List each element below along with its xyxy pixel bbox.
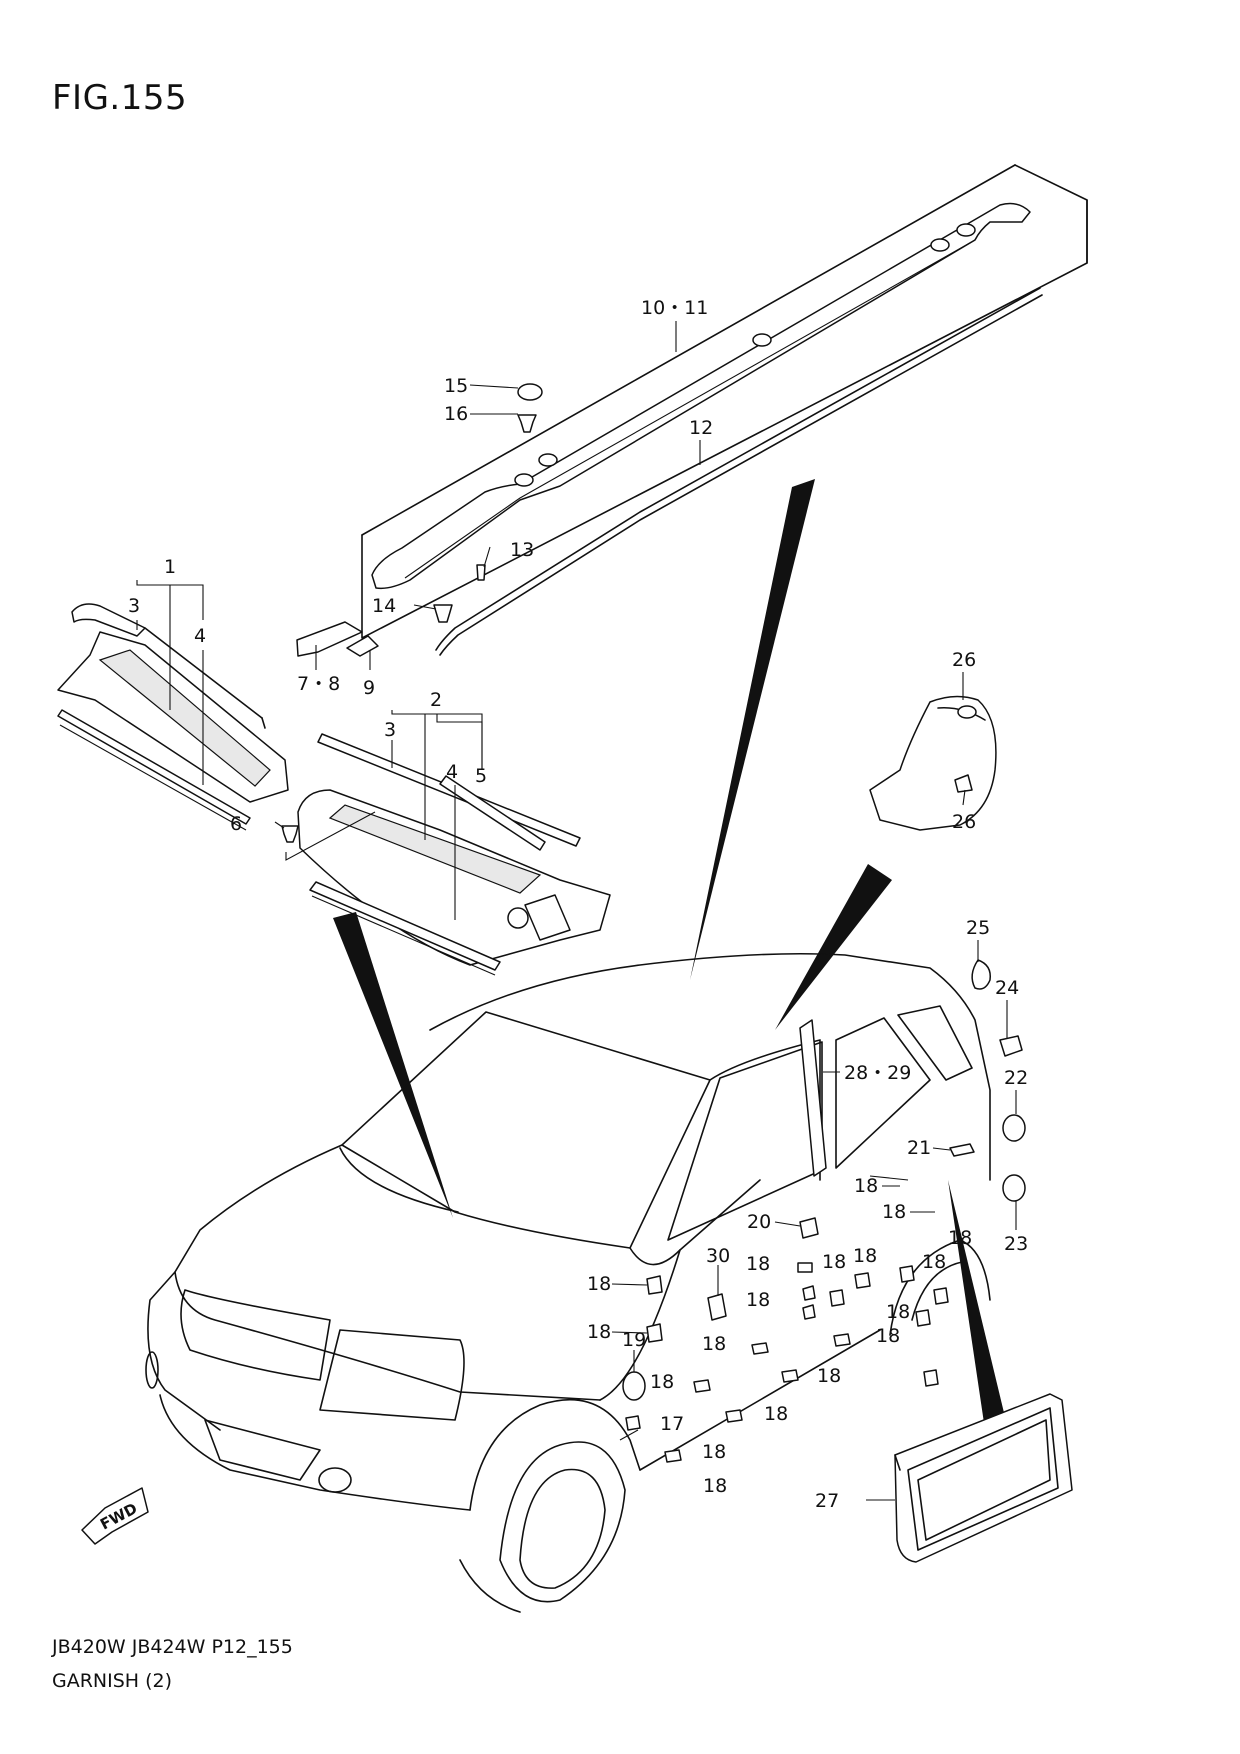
diagram-code: JB420W JB424W P12_155 <box>52 1636 293 1658</box>
pointer-wedge-roof <box>690 479 815 980</box>
callout-18: 18 <box>702 1333 726 1355</box>
callout-16: 16 <box>444 403 468 425</box>
callout-20: 20 <box>747 1211 771 1233</box>
callout-18: 18 <box>817 1365 841 1387</box>
callout-4-left: 4 <box>194 625 206 647</box>
pointer-wedge-garnish <box>775 864 892 1030</box>
callout-18: 18 <box>650 1371 674 1393</box>
callout-18: 18 <box>886 1301 910 1323</box>
cowl-garnish-left <box>57 603 289 831</box>
callout-3-left: 3 <box>128 595 140 617</box>
callout-24: 24 <box>995 977 1019 999</box>
screw-16 <box>517 414 537 433</box>
fuel-lid <box>869 695 997 831</box>
fwd-badge: FWD <box>81 1487 149 1545</box>
grommet-23 <box>1002 1174 1026 1202</box>
clip-9 <box>346 635 379 657</box>
cowl-garnish-right <box>297 733 611 976</box>
clip-17 <box>625 1415 641 1431</box>
callout-9: 9 <box>363 677 375 699</box>
callout-18: 18 <box>922 1251 946 1273</box>
rail-hole <box>752 333 772 347</box>
callout-18: 18 <box>587 1321 611 1343</box>
rail-hole <box>514 473 534 487</box>
quarter-window <box>897 1005 973 1081</box>
rear-vent-duct <box>894 1393 1073 1563</box>
callout-19: 19 <box>622 1329 646 1351</box>
clip-set <box>622 959 1026 1463</box>
callout-26-bottom: 26 <box>952 811 976 833</box>
grommet-30 <box>707 1293 727 1321</box>
callout-18: 18 <box>948 1227 972 1249</box>
callout-4-right: 4 <box>446 761 458 783</box>
callout-7-8: 7・8 <box>297 673 340 695</box>
grommet-22 <box>1002 1114 1026 1142</box>
clip-14 <box>433 604 453 623</box>
figure-title: FIG.155 <box>52 78 188 118</box>
callout-18: 18 <box>882 1201 906 1223</box>
callout-23: 23 <box>1004 1233 1028 1255</box>
callout-18: 18 <box>764 1403 788 1425</box>
rail-molding <box>435 287 1041 651</box>
front-door-window <box>667 1041 823 1241</box>
callout-18: 18 <box>746 1289 770 1311</box>
clip-21 <box>949 1143 975 1157</box>
callout-2: 2 <box>430 689 442 711</box>
rail-hole <box>930 238 950 252</box>
rail-hole <box>538 453 558 467</box>
grommet-19 <box>622 1371 646 1401</box>
callout-18: 18 <box>587 1273 611 1295</box>
rear-door-window <box>835 1017 931 1169</box>
callout-18: 18 <box>703 1475 727 1497</box>
callout-18: 18 <box>853 1245 877 1267</box>
callout-18: 18 <box>746 1253 770 1275</box>
clip-20 <box>799 1217 819 1239</box>
rail-hole <box>956 223 976 237</box>
callout-18: 18 <box>822 1251 846 1273</box>
callout-18: 18 <box>876 1325 900 1347</box>
callout-17: 17 <box>660 1413 684 1435</box>
callout-25: 25 <box>966 917 990 939</box>
callout-18: 18 <box>702 1441 726 1463</box>
callout-1: 1 <box>164 556 176 578</box>
clip-6 <box>281 825 299 843</box>
pointer-wedge-vent <box>948 1180 1012 1450</box>
callout-28-29: 28・29 <box>844 1062 911 1084</box>
callout-10-11: 10・11 <box>641 297 708 319</box>
cap-15 <box>517 383 543 401</box>
pointer-wedge-cowl <box>333 912 453 1218</box>
callout-5: 5 <box>475 765 487 787</box>
clip-25 <box>971 959 991 990</box>
callout-14: 14 <box>372 595 396 617</box>
callout-15: 15 <box>444 375 468 397</box>
callout-13: 13 <box>510 539 534 561</box>
nut-24 <box>999 1035 1023 1057</box>
callout-6: 6 <box>230 813 242 835</box>
callout-labels: 10・11 15 16 12 13 14 1 3 4 7・8 9 2 3 4 5… <box>128 297 1028 1512</box>
vehicle-body <box>145 952 991 1613</box>
callout-26-top: 26 <box>952 649 976 671</box>
leader-lines <box>136 321 1017 1501</box>
callout-3-right: 3 <box>384 719 396 741</box>
callout-21: 21 <box>907 1137 931 1159</box>
callout-12: 12 <box>689 417 713 439</box>
screw-13 <box>476 564 486 581</box>
diagram-name: GARNISH (2) <box>52 1670 173 1692</box>
callout-22: 22 <box>1004 1067 1028 1089</box>
callout-18: 18 <box>854 1175 878 1197</box>
roof-rail-inset <box>361 164 1088 656</box>
clip-18-group <box>646 1262 949 1463</box>
pillar-garnish <box>799 1019 827 1177</box>
clip-7-8 <box>296 621 363 657</box>
callout-30: 30 <box>706 1245 730 1267</box>
callout-27: 27 <box>815 1490 839 1512</box>
